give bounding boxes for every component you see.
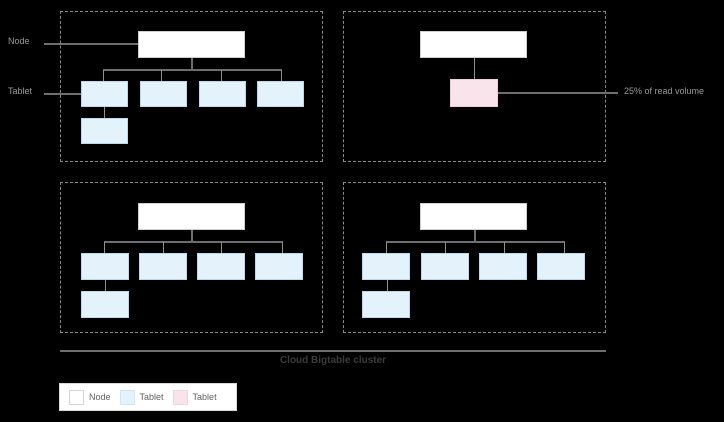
connector-drop-br-5	[387, 280, 388, 291]
label-node: Node	[8, 36, 30, 46]
leader-line-hot-tablet	[498, 92, 618, 94]
hot-tablet-box-top-right[interactable]	[450, 79, 498, 107]
annotation-hot-tablet: 25% of read volume	[624, 86, 705, 96]
tablet-box-br-3[interactable]	[479, 253, 527, 280]
connector-trunk-bottom-right	[474, 230, 476, 242]
tablet-box-bl-1[interactable]	[81, 253, 129, 280]
connector-drop-tl-5	[104, 107, 105, 118]
connector-drop-bl-2	[163, 242, 164, 253]
legend-label-hot-tablet: Tablet	[192, 391, 217, 402]
legend-item-node[interactable]: Node	[69, 389, 111, 405]
connector-drop-br-1	[386, 242, 387, 253]
connector-drop-bl-4	[282, 242, 283, 253]
connector-drop-bl-5	[105, 280, 106, 291]
connector-drop-tl-2	[161, 70, 162, 81]
tablet-box-tl-1[interactable]	[81, 81, 128, 107]
connector-drop-tl-3	[221, 70, 222, 81]
tablet-box-br-2[interactable]	[421, 253, 469, 280]
tablet-box-br-1[interactable]	[362, 253, 410, 280]
cluster-divider-rule	[60, 350, 606, 352]
node-box-top-right[interactable]	[420, 31, 527, 58]
tablet-box-bl-5[interactable]	[81, 291, 129, 318]
tablet-box-bl-4[interactable]	[255, 253, 303, 280]
cluster-caption: Cloud Bigtable cluster	[279, 355, 387, 366]
tablet-box-bl-3[interactable]	[197, 253, 245, 280]
node-box-bottom-left[interactable]	[138, 203, 245, 230]
connector-drop-br-3	[504, 242, 505, 253]
tablet-box-br-5[interactable]	[362, 291, 410, 318]
connector-bus-top-left	[103, 69, 282, 71]
connector-drop-tl-4	[281, 70, 282, 81]
connector-trunk-top-left	[191, 58, 193, 70]
legend-swatch-tablet-icon	[119, 389, 135, 405]
connector-drop-br-4	[564, 242, 565, 253]
tablet-box-br-4[interactable]	[537, 253, 585, 280]
legend: Node Tablet Tablet	[59, 383, 237, 411]
legend-swatch-node-icon	[69, 389, 84, 405]
legend-label-node: Node	[89, 391, 111, 402]
connector-trunk-top-right	[474, 58, 475, 79]
tablet-box-tl-2[interactable]	[140, 81, 187, 107]
connector-trunk-bottom-left	[191, 230, 193, 242]
connector-drop-br-2	[445, 242, 446, 253]
tablet-box-tl-4[interactable]	[257, 81, 304, 107]
legend-label-tablet: Tablet	[139, 391, 164, 402]
legend-item-tablet[interactable]: Tablet	[119, 389, 164, 405]
connector-drop-bl-3	[221, 242, 222, 253]
quadrant-top-left	[60, 11, 323, 162]
leader-line-tablet	[44, 93, 82, 95]
quadrant-bottom-left	[60, 182, 323, 333]
connector-bus-bottom-left	[104, 241, 283, 243]
legend-swatch-hot-tablet-icon	[172, 389, 188, 405]
quadrant-top-right	[343, 11, 606, 162]
tablet-box-tl-3[interactable]	[199, 81, 246, 107]
node-box-bottom-right[interactable]	[420, 203, 527, 230]
quadrant-bottom-right	[343, 182, 606, 333]
label-tablet: Tablet	[8, 86, 33, 96]
connector-drop-bl-1	[104, 242, 105, 253]
connector-bus-bottom-right	[386, 241, 565, 243]
legend-item-hot-tablet[interactable]: Tablet	[172, 389, 217, 405]
node-box-top-left[interactable]	[138, 31, 245, 58]
tablet-box-tl-5[interactable]	[81, 118, 128, 144]
connector-drop-tl-1	[103, 70, 104, 81]
leader-line-node	[44, 43, 138, 45]
tablet-box-bl-2[interactable]	[139, 253, 187, 280]
